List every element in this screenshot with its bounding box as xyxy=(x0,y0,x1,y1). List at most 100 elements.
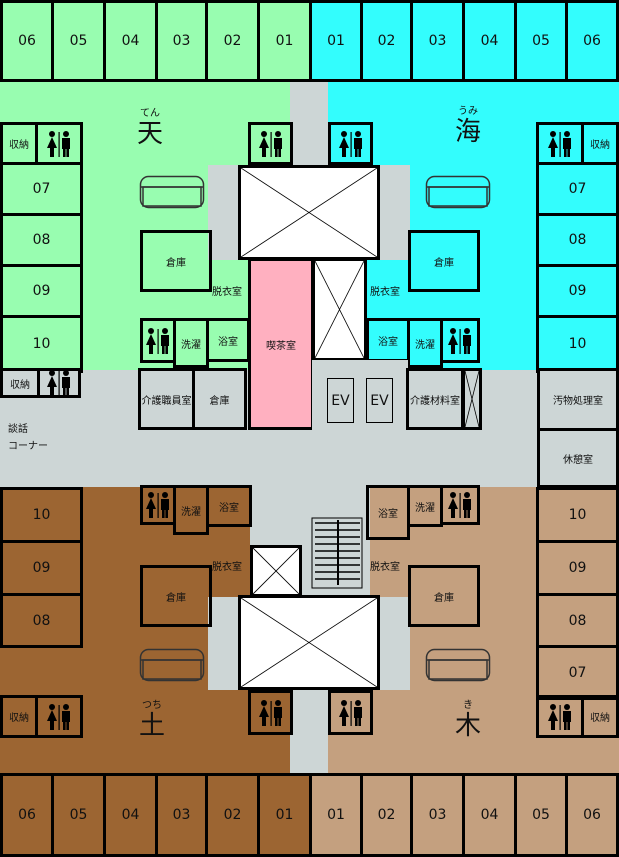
room-03-tsuchi[interactable]: 03 xyxy=(155,773,208,857)
toilet-icon xyxy=(248,690,293,735)
care-supplies-room[interactable]: 介護材料室 xyxy=(406,368,464,430)
laundry-ki[interactable]: 洗濯 xyxy=(407,485,443,527)
laundry-tsuchi[interactable]: 洗濯 xyxy=(173,485,209,535)
room-03-ki[interactable]: 03 xyxy=(410,773,465,857)
room-04-tsuchi[interactable]: 04 xyxy=(103,773,158,857)
storage-ten[interactable]: 収納 xyxy=(0,122,38,165)
wing-reading: き xyxy=(463,700,473,711)
toilet-icon xyxy=(248,122,293,165)
storeroom-corridor[interactable]: 倉庫 xyxy=(192,368,247,430)
room-04-ki[interactable]: 04 xyxy=(462,773,517,857)
stairwell-void-top xyxy=(238,165,380,260)
sofa-icon xyxy=(139,648,205,682)
room-07-ki[interactable]: 07 xyxy=(536,645,619,700)
changing-room-umi: 脱衣室 xyxy=(370,287,400,298)
storeroom-ten[interactable]: 倉庫 xyxy=(140,230,212,292)
wing-name-tsuchi: つち土 xyxy=(132,700,172,740)
sofa-icon xyxy=(425,175,491,209)
wing-name-ki: き木 xyxy=(448,700,488,740)
laundry-ten[interactable]: 洗濯 xyxy=(173,318,209,368)
corridor-right-top xyxy=(380,165,410,260)
storeroom-ki[interactable]: 倉庫 xyxy=(408,565,480,627)
room-08-ten[interactable]: 08 xyxy=(0,213,83,267)
room-04-ten[interactable]: 04 xyxy=(103,0,158,82)
room-03-ten[interactable]: 03 xyxy=(155,0,208,82)
central-corridor-bottom xyxy=(290,690,328,775)
central-corridor-top xyxy=(290,82,328,167)
room-05-ki[interactable]: 05 xyxy=(514,773,568,857)
toilet-icon xyxy=(140,318,176,363)
room-06-ten[interactable]: 06 xyxy=(0,0,54,82)
room-01-tsuchi[interactable]: 01 xyxy=(257,773,312,857)
room-01-umi[interactable]: 01 xyxy=(309,0,363,82)
wing-name-umi: うみ海 xyxy=(448,106,488,146)
changing-room-ki: 脱衣室 xyxy=(370,562,400,573)
storage-corridor[interactable]: 収納 xyxy=(0,368,40,398)
lounge-label-1: 談話 xyxy=(8,424,28,435)
room-09-umi[interactable]: 09 xyxy=(536,264,619,318)
storeroom-tsuchi[interactable]: 倉庫 xyxy=(140,565,212,627)
toilet-icon xyxy=(440,485,480,525)
room-09-tsuchi[interactable]: 09 xyxy=(0,540,83,596)
care-staff-room[interactable]: 介護職員室 xyxy=(138,368,195,430)
room-10-tsuchi[interactable]: 10 xyxy=(0,487,83,543)
bath-umi[interactable]: 浴室 xyxy=(366,318,410,362)
changing-room-ten: 脱衣室 xyxy=(212,287,242,298)
room-02-tsuchi[interactable]: 02 xyxy=(205,773,260,857)
room-01-ki[interactable]: 01 xyxy=(309,773,363,857)
storage-tsuchi[interactable]: 収納 xyxy=(0,695,38,738)
sofa-icon xyxy=(425,648,491,682)
room-10-umi[interactable]: 10 xyxy=(536,315,619,373)
room-03-umi[interactable]: 03 xyxy=(410,0,465,82)
bath-tsuchi[interactable]: 浴室 xyxy=(206,485,252,527)
elevator-1[interactable]: EV xyxy=(327,378,354,423)
lounge-label-2: コーナー xyxy=(8,441,48,452)
room-09-ten[interactable]: 09 xyxy=(0,264,83,318)
room-07-ten[interactable]: 07 xyxy=(0,162,83,216)
storage-umi[interactable]: 収納 xyxy=(581,122,619,165)
room-10-ki[interactable]: 10 xyxy=(536,487,619,543)
wing-reading: つち xyxy=(142,700,162,711)
bath-ki[interactable]: 浴室 xyxy=(366,485,410,540)
wing-reading: てん xyxy=(140,108,160,119)
cafe-room[interactable]: 喫茶室 xyxy=(248,258,314,430)
room-02-ki[interactable]: 02 xyxy=(360,773,413,857)
rest-room[interactable]: 休憩室 xyxy=(537,428,619,488)
room-08-umi[interactable]: 08 xyxy=(536,213,619,267)
room-04-umi[interactable]: 04 xyxy=(462,0,517,82)
sofa-icon xyxy=(139,175,205,209)
room-05-ten[interactable]: 05 xyxy=(51,0,106,82)
elevator-2[interactable]: EV xyxy=(366,378,393,423)
storage-ki[interactable]: 収納 xyxy=(581,695,619,738)
laundry-umi[interactable]: 洗濯 xyxy=(407,318,443,368)
room-06-umi[interactable]: 06 xyxy=(565,0,619,82)
wing-name-ten: てん天 xyxy=(130,108,170,148)
shaft-void xyxy=(462,368,482,430)
toilet-icon xyxy=(536,122,584,165)
room-07-umi[interactable]: 07 xyxy=(536,162,619,216)
room-08-tsuchi[interactable]: 08 xyxy=(0,593,83,648)
wing-reading: うみ xyxy=(458,106,478,117)
stairwell-void-small xyxy=(250,545,302,597)
room-01-ten[interactable]: 01 xyxy=(257,0,312,82)
bath-ten[interactable]: 浴室 xyxy=(206,318,250,362)
room-06-ki[interactable]: 06 xyxy=(565,773,619,857)
wing-kanji: 木 xyxy=(454,711,481,741)
room-02-umi[interactable]: 02 xyxy=(360,0,413,82)
corridor-left-top xyxy=(208,165,238,260)
toilet-icon xyxy=(440,318,480,363)
room-05-umi[interactable]: 05 xyxy=(514,0,568,82)
toilet-icon xyxy=(140,485,176,525)
wing-kanji: 土 xyxy=(138,711,165,741)
room-08-ki[interactable]: 08 xyxy=(536,593,619,648)
toilet-icon xyxy=(35,695,83,738)
stairwell-void-bottom xyxy=(238,595,380,690)
soiled-utility-room[interactable]: 汚物処理室 xyxy=(537,368,619,431)
room-09-ki[interactable]: 09 xyxy=(536,540,619,596)
toilet-icon xyxy=(328,122,373,165)
storeroom-umi[interactable]: 倉庫 xyxy=(408,230,480,292)
room-05-tsuchi[interactable]: 05 xyxy=(51,773,106,857)
room-06-tsuchi[interactable]: 06 xyxy=(0,773,54,857)
room-02-ten[interactable]: 02 xyxy=(205,0,260,82)
room-10-ten[interactable]: 10 xyxy=(0,315,83,373)
